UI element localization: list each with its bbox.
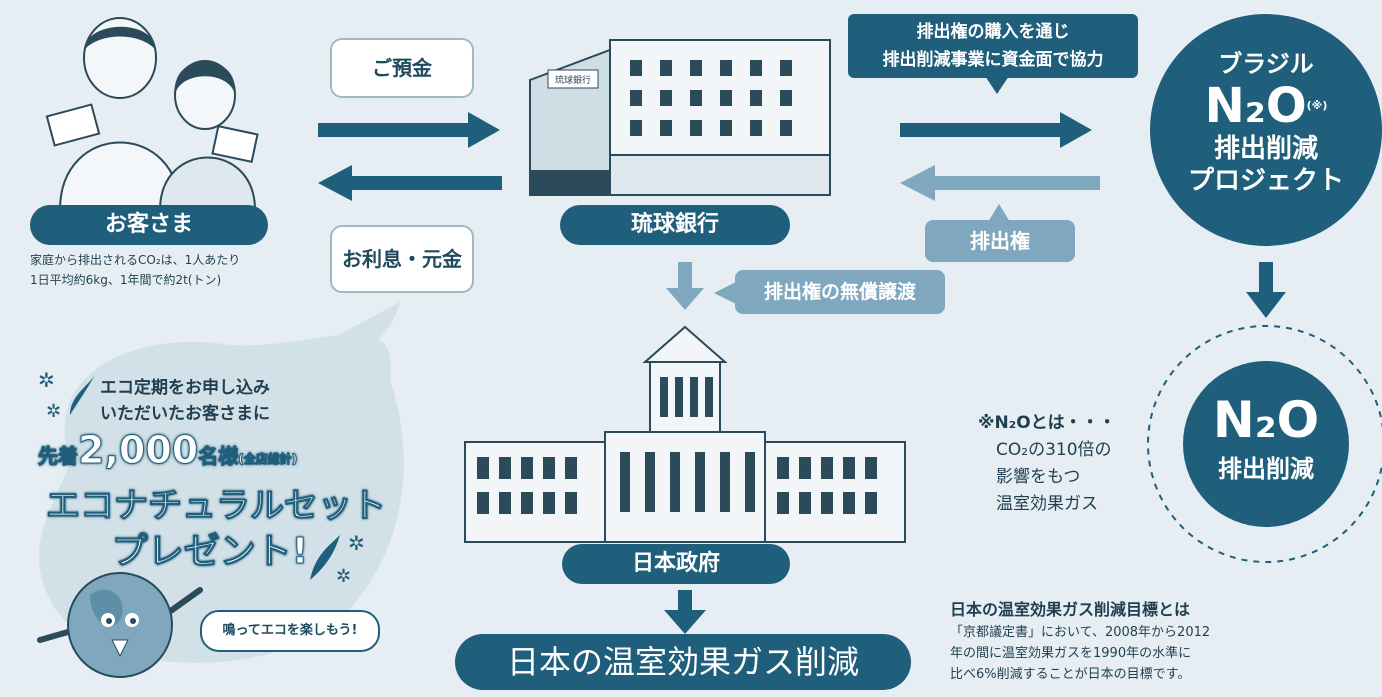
svg-text:✲: ✲ [348,531,365,555]
bank-windows [630,60,792,136]
government-down-arrow [664,590,706,634]
emission-rights-tail [988,204,1010,222]
project-n2o: N₂O(※) [1150,79,1382,133]
n2o-note-line2: 影響をもつ [996,467,1081,487]
mascot-speech-bubble: 鳴ってエコを楽しもう! [200,610,380,652]
project-line4: プロジェクト [1187,166,1344,196]
deposit-bubble: ご預金 [330,38,474,98]
result-dashed-ring [1147,325,1382,563]
campaign-count: 先着2,000名様(全店総計) [38,428,298,473]
customer-label: お客さま [30,205,268,245]
free-transfer-label: 排出権の無償譲渡 [735,270,945,314]
campaign-count-prefix: 先着 [38,444,79,469]
campaign-intro: エコ定期をお申し込み いただいたお客さまに [100,375,270,427]
campaign-count-note: (全店総計) [238,452,298,467]
n2o-note: ※N₂Oとは・・・ CO₂の310倍の 影響をもつ 温室効果ガス [978,410,1116,518]
project-circle: ブラジル N₂O(※) 排出削減 プロジェクト [1150,14,1382,246]
project-line1: ブラジル [1218,50,1314,78]
bank-building-icon: 琉球銀行 [529,39,831,196]
leaf-sprig-right-icon: ✲ ✲ [310,531,365,587]
bank-sign: 琉球銀行 [555,74,591,86]
result-n2o: N₂O [1212,391,1320,449]
goal-line1: 「京都議定書」において、2008年から2012 [950,625,1211,640]
government-label: 日本政府 [562,544,790,584]
transfer-down-arrow [666,262,704,310]
bank-label: 琉球銀行 [560,205,790,245]
leaf-sprig-icon: ✲ ✲ [38,368,96,422]
svg-text:✲: ✲ [38,368,55,392]
earth-mascot-icon [37,572,203,678]
campaign-count-value: 2,000 [77,428,199,473]
n2o-note-title: ※N₂Oとは・・・ [978,413,1116,433]
project-n2o-text: N₂O [1204,78,1307,134]
n2o-note-line1: CO₂の310倍の [996,440,1112,460]
customer-note-line2: 1日平均約6kg、1年間で約2t(トン) [30,273,222,287]
n2o-note-line3: 温室効果ガス [996,494,1098,514]
campaign-line2: いただいたお客さまに [100,404,270,424]
result-circle: N₂O 排出削減 [1183,361,1349,527]
purchase-arrow [900,112,1092,148]
project-line3: 排出削減 [1213,134,1318,164]
emission-rights-arrow [900,165,1100,201]
campaign-line1: エコ定期をお申し込み [100,378,270,398]
deposit-arrow [318,112,500,148]
customer-note: 家庭から排出されるCO₂は、1人あたり 1日平均約6kg、1年間で約2t(トン) [30,250,240,290]
purchase-label-line2: 排出削減事業に資金面で協力 [882,50,1104,70]
purchase-label-line1: 排出権の購入を通じ [916,22,1070,42]
goal-title: 日本の温室効果ガス削減目標とは [950,600,1191,619]
svg-text:✲: ✲ [46,401,61,422]
goal-line3: 比べ6%削減することが日本の目標です。 [950,667,1191,682]
project-down-arrow [1246,262,1286,318]
svg-text:✲: ✲ [336,566,351,587]
campaign-present: プレゼント! [111,531,309,573]
interest-bubble: お利息・元金 [330,225,474,293]
purchase-label: 排出権の購入を通じ 排出削減事業に資金面で協力 [848,14,1138,78]
interest-arrow [318,165,502,201]
customer-note-line1: 家庭から排出されるCO₂は、1人あたり [30,253,241,267]
campaign-count-suffix: 名様 [198,444,239,469]
purchase-tail [985,76,1009,94]
project-note-mark: (※) [1306,99,1328,112]
diet-building-icon [464,325,906,543]
result-label: 排出削減 [1218,455,1314,483]
emission-rights-label: 排出権 [925,220,1075,262]
goal-line2: 年の間に温室効果ガスを1990年の水準に [950,646,1192,661]
campaign-prize: エコナチュラルセット [46,486,387,527]
goal-note: 日本の温室効果ガス削減目標とは 「京都議定書」において、2008年から2012 … [950,598,1210,685]
free-transfer-tail [714,282,736,304]
customers-illustration [45,17,259,210]
reduction-label: 日本の温室効果ガス削減 [455,634,911,690]
